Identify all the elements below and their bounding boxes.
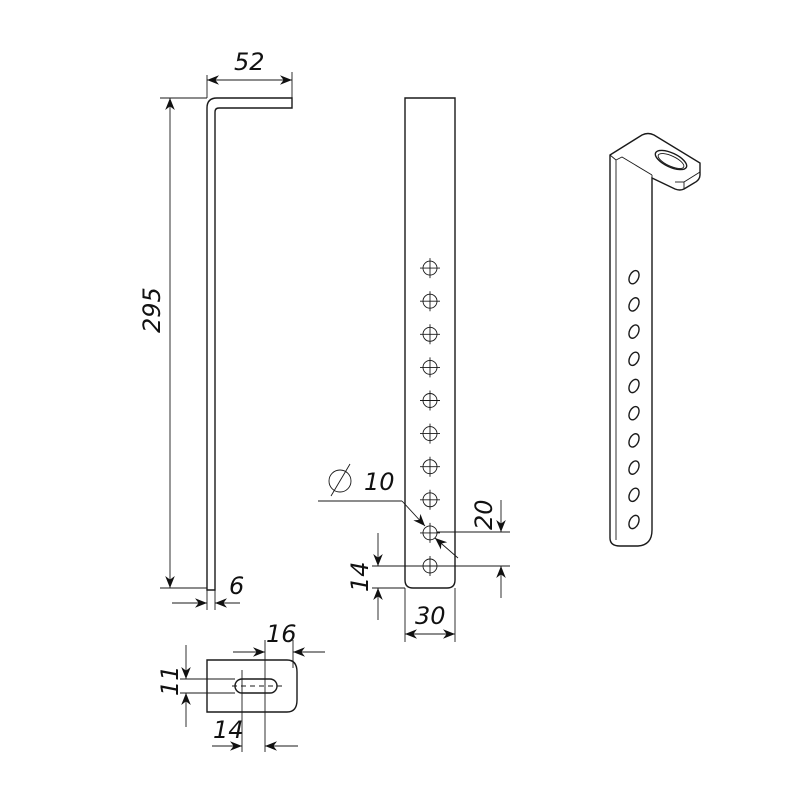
dim-20-label: 20 [470,499,498,530]
dim-16-label: 16 [266,620,297,648]
hole [420,390,440,411]
side-profile [206,97,293,591]
hole [420,324,440,345]
front-profile [404,97,456,589]
iso-hole [628,433,640,448]
hole [420,456,440,477]
dim-11-label: 11 [156,665,184,696]
front-view: 10 20 14 30 [318,97,510,642]
iso-hole [628,460,640,475]
flange-view: 16 14 11 [156,620,325,752]
hole [420,489,440,510]
iso-hole [628,514,640,530]
hole [420,357,440,378]
hole [420,423,440,444]
iso-hole [628,324,640,339]
hole [420,291,440,312]
side-view: 52 295 6 [138,48,293,610]
flange-profile [206,659,298,713]
hole [420,522,440,543]
front-holes [420,258,440,576]
dim-295-label: 295 [138,287,166,333]
iso-hole [628,378,640,394]
dim-52-label: 52 [234,48,265,76]
dim-14-label: 14 [346,561,374,592]
iso-hole [628,487,640,503]
dim-6-label: 6 [229,572,244,600]
iso-hole [628,351,640,367]
hole [420,258,440,279]
isometric-view [609,132,701,547]
iso-hole [628,297,640,312]
iso-hole [628,269,640,285]
dim-14b-label: 14 [213,716,244,744]
iso-hole [628,405,640,421]
dim-30-label: 30 [415,602,446,630]
iso-holes [628,269,640,530]
dim-diameter-label: 10 [364,468,395,496]
